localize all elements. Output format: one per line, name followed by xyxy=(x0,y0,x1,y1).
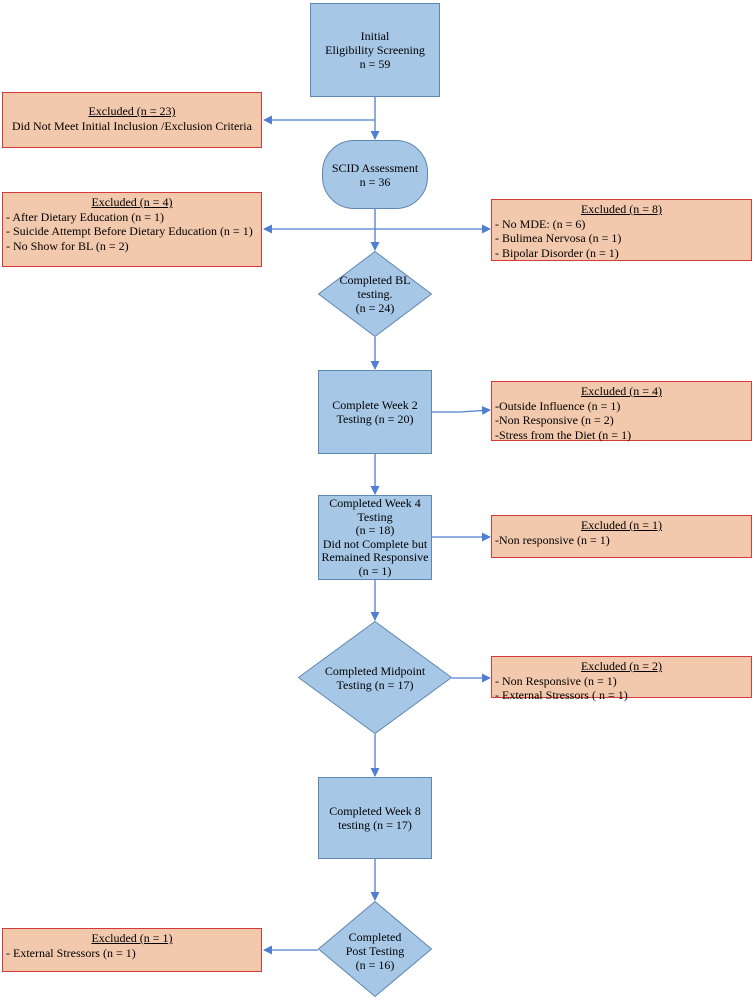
excluded-item: - External Stressors (n = 1) xyxy=(6,945,136,960)
node-post-testing: Completed Post Testing (n = 16) xyxy=(318,901,432,997)
excluded-item: - After Dietary Education (n = 1) xyxy=(6,209,165,224)
node-baseline-line-3: (n = 24) xyxy=(355,301,395,315)
node-week4-line-3: (n = 18) xyxy=(355,523,395,537)
node-week4-line-2: Testing xyxy=(357,509,393,524)
excluded-item: - Bulimea Nervosa (n = 1) xyxy=(495,231,622,245)
excluded-item: - Bipolar Disorder (n = 1) xyxy=(495,245,619,260)
excluded-header: Excluded (n = 8) xyxy=(580,202,663,216)
node-initial-screening: Initial Eligibility Screening n = 59 xyxy=(310,3,440,97)
node-baseline-line-1: Completed BL xyxy=(339,273,411,287)
node-week8-testing: Completed Week 8 testing (n = 17) xyxy=(318,777,432,859)
node-scid-line-1: SCID Assessment xyxy=(331,160,419,175)
excluded-header: Excluded (n = 1) xyxy=(91,931,173,945)
excluded-item: -Stress from the Diet (n = 1) xyxy=(495,427,632,442)
diamond-shape xyxy=(318,251,432,337)
node-midpoint-line-2: Testing (n = 17) xyxy=(336,677,414,692)
excluded-header: Excluded (n = 4) xyxy=(91,195,173,209)
excluded-item: -Outside Influence (n = 1) xyxy=(495,398,621,413)
excluded-item: -Non Responsive (n = 2) xyxy=(495,413,614,427)
node-post-line-3: (n = 16) xyxy=(355,958,395,972)
node-post-line-1: Completed xyxy=(348,930,402,944)
excluded-box-initial: Excluded (n = 23) Did Not Meet Initial I… xyxy=(2,92,262,148)
excluded-item: -Non responsive (n = 1) xyxy=(495,532,610,547)
excluded-item: - No MDE: (n = 6) xyxy=(495,216,586,231)
excluded-box-scid-left: Excluded (n = 4) - After Dietary Educati… xyxy=(2,192,262,267)
node-baseline-testing: Completed BL testing. (n = 24) xyxy=(318,251,432,337)
node-baseline-line-2: testing. xyxy=(357,287,393,301)
node-week4-line-5: Remained Responsive xyxy=(321,550,429,564)
node-week2-testing: Complete Week 2 Testing (n = 20) xyxy=(318,370,432,454)
excluded-box-scid-right: Excluded (n = 8) - No MDE: (n = 6) - Bul… xyxy=(491,199,752,261)
excluded-header: Excluded (n = 4) xyxy=(580,384,663,398)
diamond-shape xyxy=(298,621,452,734)
node-scid-assessment: SCID Assessment n = 36 xyxy=(322,140,428,209)
excluded-item: - External Stressors ( n = 1) xyxy=(495,688,628,702)
excluded-box-week2: Excluded (n = 4) -Outside Influence (n =… xyxy=(491,381,752,442)
arrow-to-excluded-week2 xyxy=(432,406,491,416)
node-initial-line-1: Initial xyxy=(360,29,390,43)
node-initial-line-3: n = 59 xyxy=(359,57,391,71)
excluded-item: - No Show for BL (n = 2) xyxy=(6,238,129,253)
excluded-box-post: Excluded (n = 1) - External Stressors (n… xyxy=(2,928,262,972)
diamond-shape xyxy=(318,901,432,997)
node-week4-line-1: Completed Week 4 xyxy=(329,496,421,510)
node-midpoint-line-1: Completed Midpoint xyxy=(324,663,426,678)
node-week4-line-4: Did not Complete but xyxy=(322,536,428,551)
node-week2-line-1: Complete Week 2 xyxy=(332,398,418,412)
excluded-box-midpoint: Excluded (n = 2) - Non Responsive (n = 1… xyxy=(491,656,752,702)
node-midpoint-testing: Completed Midpoint Testing (n = 17) xyxy=(298,621,452,734)
excluded-item: - Non Responsive (n = 1) xyxy=(495,673,617,688)
node-week8-line-1: Completed Week 8 xyxy=(329,804,421,818)
excluded-box-week4: Excluded (n = 1) -Non responsive (n = 1) xyxy=(491,515,752,558)
node-initial-line-2: Eligibility Screening xyxy=(325,43,425,57)
excluded-header: Excluded (n = 2) xyxy=(580,659,663,673)
excluded-header: Excluded (n = 23) xyxy=(88,104,176,118)
excluded-header: Excluded (n = 1) xyxy=(580,518,663,532)
node-week2-line-2: Testing (n = 20) xyxy=(336,412,414,426)
node-post-line-2: Post Testing xyxy=(345,944,405,958)
node-week4-line-6: (n = 1) xyxy=(358,563,392,578)
excluded-item: - Suicide Attempt Before Dietary Educati… xyxy=(6,224,253,238)
node-week4-testing: Completed Week 4 Testing (n = 18) Did no… xyxy=(318,495,432,580)
node-scid-line-2: n = 36 xyxy=(359,174,391,189)
node-week8-line-2: testing (n = 17) xyxy=(338,818,412,832)
excluded-item: Did Not Meet Initial Inclusion /Exclusio… xyxy=(12,118,252,133)
